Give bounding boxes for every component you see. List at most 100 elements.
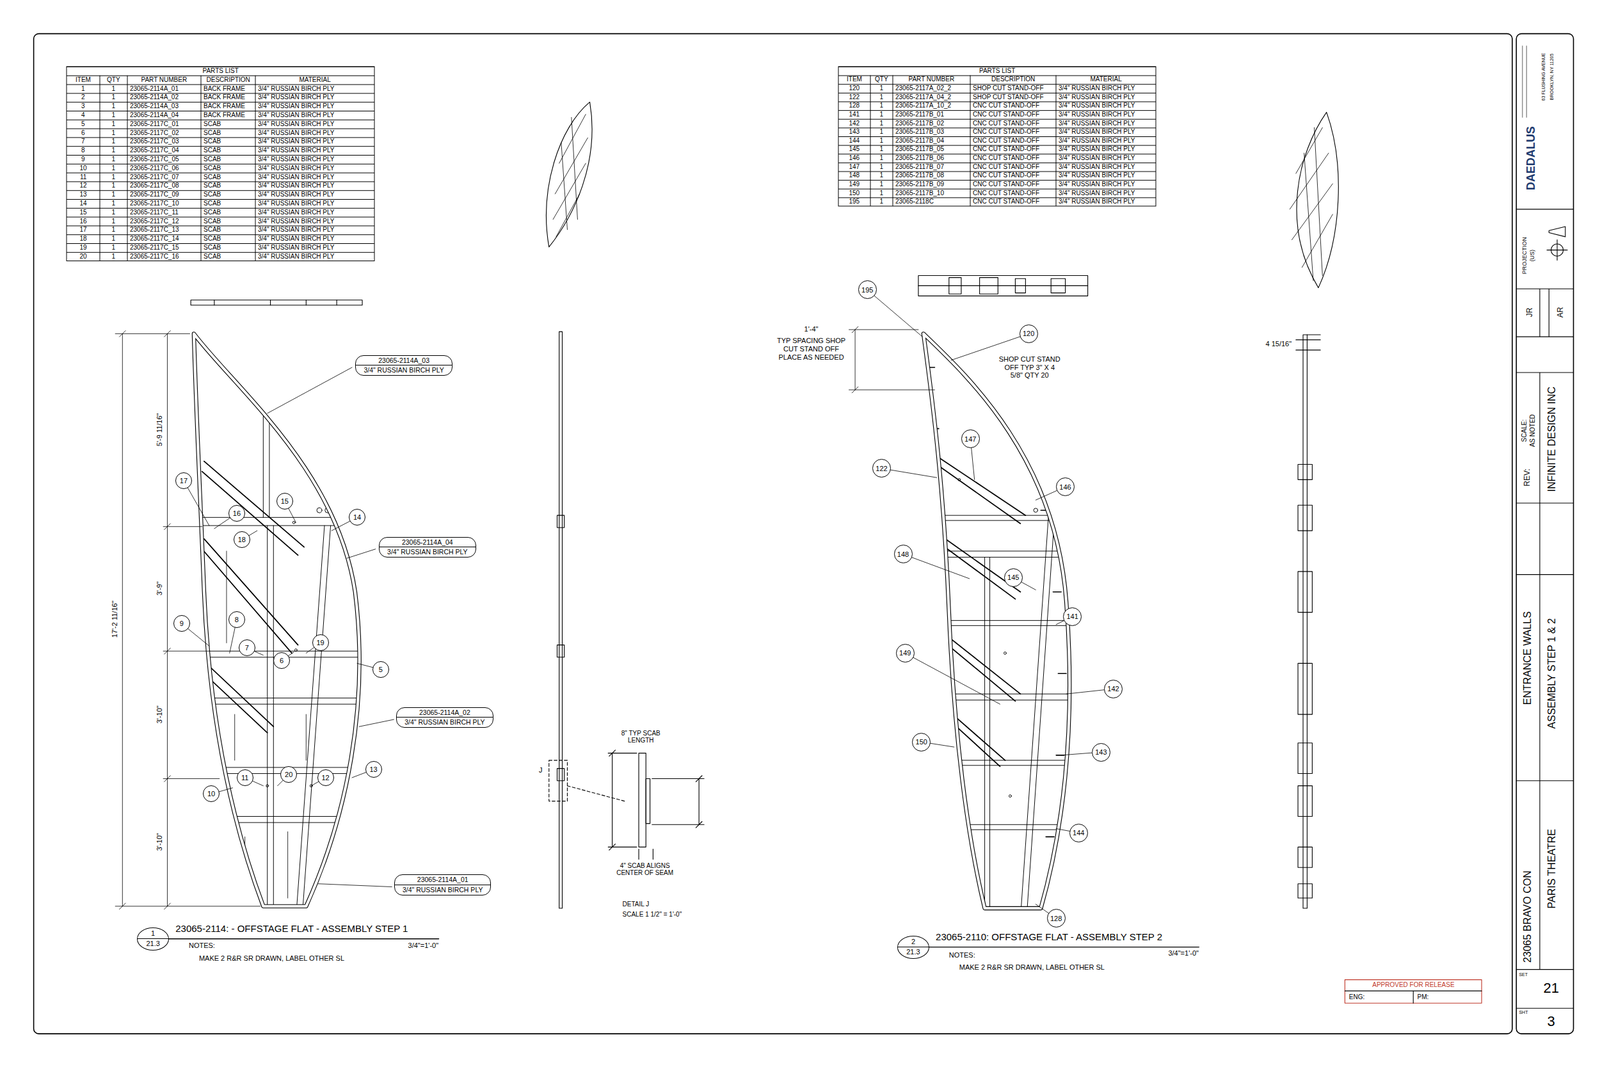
callout-number: 16 [228,504,246,522]
callout-text: 150 [915,737,928,746]
flat-step-1 [266,784,269,788]
detail-note: 8" TYP SCAB LENGTH [618,729,664,745]
table-cell: 23065-2114A_04 [129,111,179,120]
title-block-text: ASSEMBLY STEP 1 & 2 [1546,618,1558,729]
table-cell: 23065-2117C_14 [129,234,180,243]
callout-text: 13 [369,765,377,774]
table-cell: CNC CUT STAND-OFF [972,163,1040,171]
table-header: ITEM [846,75,863,84]
title-block-field: AR [1556,306,1566,318]
table-cell: 23065-2117A_04_2 [895,93,952,102]
table-cell: 3/4" RUSSIAN BIRCH PLY [257,93,335,102]
table-cell: 144 [849,136,861,145]
thumbnail-iso [546,101,1339,288]
table-cell: SCAB [203,173,221,182]
dimension-text: 1'-4" [804,325,819,334]
callout-number: 10 [202,785,220,802]
table-cell: 20 [80,252,88,261]
callout-number: 195 [858,280,877,299]
table-cell: CNC CUT STAND-OFF [972,197,1040,206]
flat-step-2 [923,333,1070,909]
thumbnail-iso [1289,127,1333,281]
view-scale: 3/4"=1'-0" [1168,949,1199,958]
table-cell: 23065-2114A_01 [129,85,179,93]
side-views [1297,504,1312,531]
table-cell: 8 [81,146,86,155]
notes-heading: NOTES: [949,951,976,960]
table-cell: 11 [80,173,87,182]
table-cell: 1 [880,84,884,93]
table-cell: 3/4" RUSSIAN BIRCH PLY [1058,93,1136,102]
table-cell: 1 [880,119,884,128]
callout-text: 8 [234,615,239,624]
callout-text: 10 [207,789,216,798]
sheet-border [1522,46,1527,118]
side-views [1303,334,1307,909]
table-cell: 4 [81,111,86,120]
part-number: 23065-2114A_01 [394,874,491,885]
callout-number: 5 [372,661,390,678]
table-cell: 3/4" RUSSIAN BIRCH PLY [1058,154,1136,162]
table-cell: 3/4" RUSSIAN BIRCH PLY [257,102,335,111]
table-cell: 23065-2117B_10 [895,189,944,198]
table-header: DESCRIPTION [991,75,1035,84]
table-cell: 15 [80,208,88,217]
company-address: 63 FLUSHING AVENUE [1541,52,1547,101]
view-bubble: 221.3 [897,935,930,959]
callout-number: 12 [317,769,335,786]
callout-number: 19 [312,634,329,651]
detail-marker: J [538,766,543,775]
company-address: BROOKLYN, NY 11205 [1549,53,1555,100]
callout-text: 9 [179,619,184,628]
table-cell: CNC CUT STAND-OFF [972,119,1040,128]
table-title: PARTS LIST [979,67,1016,75]
table-cell: 13 [80,190,88,199]
table-cell: 23065-2117C_16 [129,252,180,261]
callout-text: 128 [1050,914,1062,923]
table-cell: 147 [849,163,861,171]
table-cell: 16 [80,217,88,226]
table-cell: 3/4" RUSSIAN BIRCH PLY [257,164,335,173]
table-cell: CNC CUT STAND-OFF [972,128,1040,136]
view-title: 23065-2114: - OFFSTAGE FLAT - ASSEMBLY S… [175,922,408,934]
callout-number: 148 [894,544,913,564]
table-cell: 1 [112,129,116,137]
callout-text: 147 [964,435,976,443]
callout-number: 150 [912,732,931,752]
table-cell: BACK FRAME [203,85,246,93]
flat-step-2 [913,367,1092,919]
table-cell: CNC CUT STAND-OFF [972,110,1040,119]
table-cell: 1 [880,154,884,162]
sheet-border [1516,209,1574,1008]
side-views [1297,846,1312,868]
callout-text: 14 [353,513,361,521]
callout-text: 6 [279,656,284,665]
sheet-number: 21 [1543,979,1559,996]
callout-number: 15 [276,492,294,510]
table-cell: 23065-2117C_08 [129,181,180,190]
table-cell: 17 [80,225,88,234]
flat-step-1 [316,507,322,513]
side-views [1297,464,1312,480]
callout-text: 19 [316,638,325,647]
flat-step-2 [913,333,1092,919]
callout-number: 149 [896,643,915,663]
leader-lines [181,289,1114,919]
table-cell: 1 [880,93,884,102]
title-block-field: PROJECTION [1521,236,1528,274]
part-tag: 23065-2114A_043/4" RUSSIAN BIRCH PLY [378,536,477,558]
table-cell: 1 [112,155,116,164]
dimension-note: TYP SPACING SHOP CUT STAND OFF PLACE AS … [773,336,850,361]
table-cell: 5 [81,120,86,128]
table-header: ITEM [75,76,91,84]
thumbnail-iso [546,101,592,247]
table-cell: 1 [880,128,884,136]
title-block-field: REV: [1523,468,1533,487]
table-cell: 3/4" RUSSIAN BIRCH PLY [1058,163,1136,171]
dimension-lines [115,326,935,909]
approval-box [1344,979,1482,1004]
side-views [1296,334,1321,351]
table-cell: 3/4" RUSSIAN BIRCH PLY [257,181,335,190]
part-number: 23065-2114A_04 [379,537,476,548]
table-cell: 1 [880,136,884,145]
